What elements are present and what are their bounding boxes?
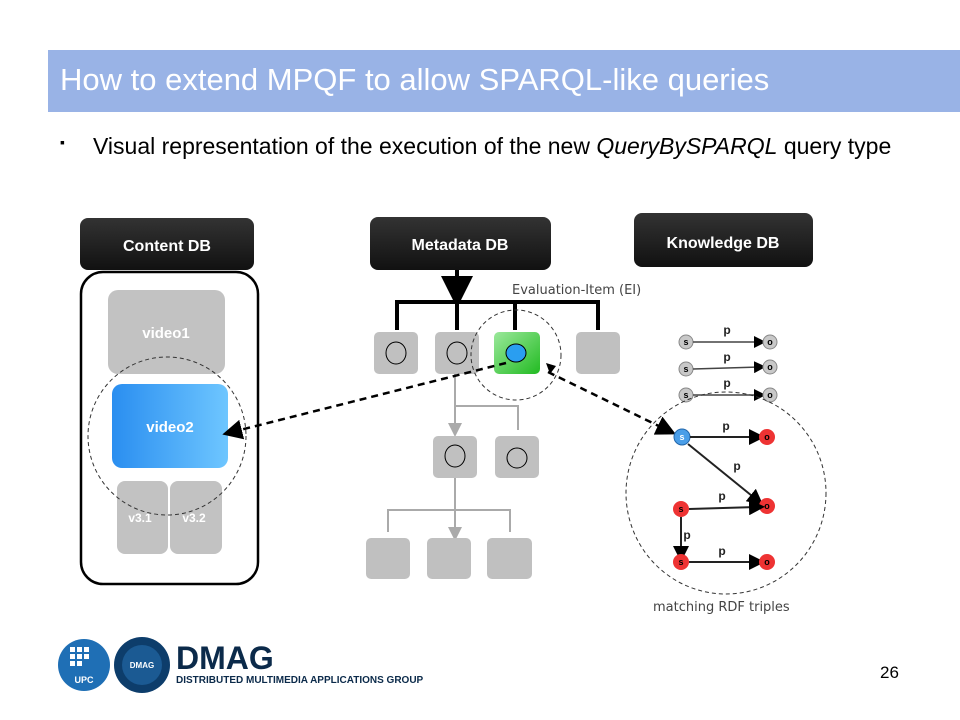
video1-block (108, 290, 225, 374)
object-label: o (767, 337, 773, 347)
upc-logo-dots (70, 647, 89, 666)
gray-connector-5 (387, 509, 511, 532)
upc-logo-text: UPC (74, 675, 94, 685)
triple-row-1: s o p (678, 323, 778, 350)
object-label: o (767, 362, 773, 372)
v3-1-label: v3.1 (128, 511, 152, 525)
metadata-node-4 (576, 332, 620, 374)
bullet-text-start: Visual representation of the execution o… (93, 133, 597, 159)
content-db-header (80, 218, 254, 270)
bullet-text-emphasis: QueryBySPARQL (596, 133, 778, 159)
link-to-triples-arrow (547, 370, 676, 435)
dmag-wordmark: DMAG (176, 640, 274, 676)
metadata-leaf-3 (487, 538, 532, 579)
match-predicate-4: p (683, 528, 690, 542)
link-start-arrowhead (546, 363, 556, 374)
subject-label: s (683, 390, 688, 400)
subject-label: s (683, 364, 688, 374)
slide-title: How to extend MPQF to allow SPARQL-like … (60, 62, 770, 97)
metadata-node-5-circle (444, 444, 466, 468)
match-edge-3 (688, 499, 765, 516)
match-predicate-3: p (718, 489, 725, 503)
dmag-badge-inner (122, 645, 162, 685)
matched-object-node-3 (759, 554, 775, 570)
matched-object-label-3: o (764, 557, 770, 567)
v3-1-block (117, 481, 168, 554)
matched-subject-node-2 (673, 501, 689, 517)
matching-triples: s o p p o s p p s p o (673, 419, 775, 570)
bullet-text-end: query type (777, 133, 892, 159)
matched-object-label-1: o (764, 432, 770, 442)
knowledge-db-label: Knowledge DB (667, 235, 780, 252)
metadata-node-2 (435, 332, 479, 374)
metadata-node-6 (495, 436, 539, 478)
matching-triples-circle (625, 391, 827, 595)
metadata-node-1 (374, 332, 418, 374)
metadata-node-2-circle (446, 341, 468, 365)
matching-triples-caption: matching RDF triples (653, 600, 790, 615)
v3-2-label: v3.2 (182, 511, 206, 525)
content-db-label: Content DB (123, 238, 211, 255)
metadata-node-6-circle (506, 447, 528, 469)
matched-object-node-1 (759, 429, 775, 445)
object-node (762, 359, 778, 375)
match-predicate-1: p (722, 419, 729, 433)
video2-block (112, 384, 228, 468)
predicate-label: p (723, 350, 730, 364)
evaluation-item-circle (505, 343, 527, 363)
bullet-text: Visual representation of the execution o… (93, 131, 913, 162)
matched-subject-label-2: s (678, 504, 683, 514)
content-db-container (79, 270, 260, 586)
predicate-label: p (723, 323, 730, 337)
video2-label: video2 (146, 419, 194, 436)
triple-row-3: s o p (678, 376, 778, 403)
title-bar (48, 50, 960, 112)
dmag-badge-text: DMAG (130, 661, 154, 670)
link-to-video2-arrow (222, 361, 507, 440)
predicate-edge (692, 361, 766, 374)
metadata-node-5 (433, 436, 477, 478)
matched-subject-node-3 (673, 554, 689, 570)
metadata-db-label: Metadata DB (412, 237, 509, 254)
v3-2-block (170, 481, 222, 554)
video2-highlight-circle (87, 356, 247, 516)
video1-label: video1 (142, 325, 190, 342)
matched-object-label-2: o (764, 501, 770, 511)
evaluation-item-label: Evaluation-Item (EI) (512, 283, 641, 298)
page-number: 26 (880, 663, 899, 682)
metadata-branch-line (395, 300, 600, 330)
predicate-label: p (723, 376, 730, 390)
object-label: o (767, 390, 773, 400)
object-node (762, 334, 778, 350)
gray-connector-2 (455, 405, 519, 430)
match-predicate-5: p (718, 544, 725, 558)
metadata-leaf-2 (427, 538, 471, 579)
evaluation-item-highlight-circle (470, 309, 562, 401)
bullet-marker: ▪ (60, 134, 65, 150)
matched-subject-label-3: s (678, 557, 683, 567)
matched-subject-label: s (679, 432, 684, 442)
dmag-logo: UPC DMAG DMAG DISTRIBUTED MULTIMEDIA APP… (58, 637, 424, 693)
knowledge-db-header (634, 213, 813, 267)
triple-row-2: s o p (678, 350, 778, 377)
dmag-subtitle: DISTRIBUTED MULTIMEDIA APPLICATIONS GROU… (176, 675, 424, 686)
metadata-node-1-circle (385, 341, 407, 365)
subject-label: s (683, 337, 688, 347)
metadata-db-header (370, 217, 551, 270)
match-edge-2 (687, 443, 764, 506)
match-predicate-2: p (733, 459, 740, 473)
metadata-leaf-1 (366, 538, 410, 579)
